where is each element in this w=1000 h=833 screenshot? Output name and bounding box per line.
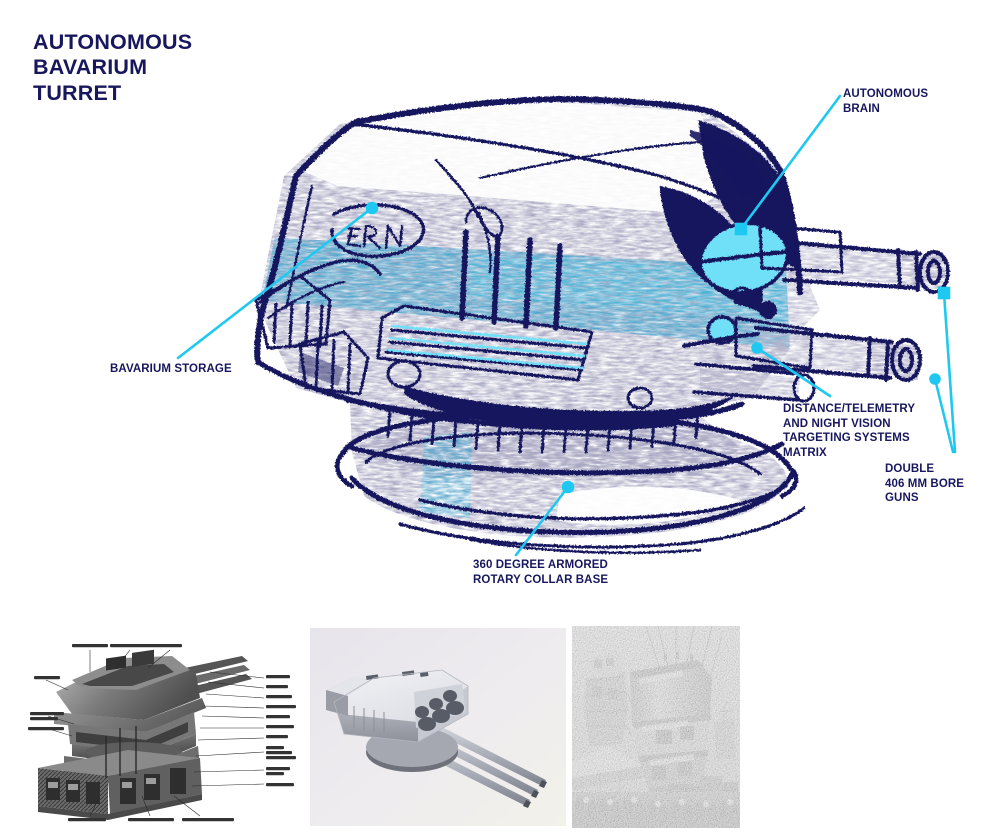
sketch-ink-speckle xyxy=(298,130,770,386)
sensor-pod-small xyxy=(759,301,777,319)
front-grille-highlight xyxy=(386,324,588,370)
collar-inner-line xyxy=(364,431,762,476)
grille-line-2 xyxy=(388,340,586,362)
leader-autonomous-brain xyxy=(739,94,842,231)
title-line-1: AUTONOMOUS xyxy=(33,30,193,54)
grille-hilite-2 xyxy=(388,336,586,358)
hatch-circle-2 xyxy=(626,386,654,410)
callout-bavarium-storage: BAVARIUM STORAGE xyxy=(110,363,232,375)
rib-3 xyxy=(304,300,310,346)
gun-barrel-lower-body xyxy=(758,330,888,374)
vent-slot-3 xyxy=(523,237,533,329)
stroke-left-edge-inner xyxy=(284,184,314,310)
leader-bavarium-storage xyxy=(176,206,374,360)
callout-rotary-collar-base: 360 DEGREE ARMORED ROTARY COLLAR BASE xyxy=(473,559,609,586)
lrib-outline xyxy=(298,330,370,396)
leader-dot-guns-lower xyxy=(929,373,941,385)
collar-base-cyan-patch xyxy=(420,432,472,518)
cutaway-annotations xyxy=(45,649,265,817)
leader-dot-bavarium-storage xyxy=(365,201,379,215)
title-line-3: TURRET xyxy=(33,80,122,105)
page-title: AUTONOMOUS BAVARIUM TURRET xyxy=(33,30,192,106)
stroke-front-lower xyxy=(255,359,675,431)
grille-hilite-3 xyxy=(386,348,584,370)
leader-dot-distance-telemetry xyxy=(751,342,763,354)
sensor-tube-body xyxy=(700,368,800,400)
right-mechanism-box-2 xyxy=(734,316,814,370)
rib-2 xyxy=(288,300,294,346)
collar-front-lip xyxy=(418,484,788,521)
gun-lower-ink xyxy=(752,326,922,382)
gun-lower-muzzle-ring xyxy=(890,338,922,382)
leader-dot-guns-upper xyxy=(937,286,951,300)
vent-slot-4 xyxy=(553,243,563,331)
leader-dot-autonomous-brain xyxy=(734,222,748,236)
stroke-roof-right xyxy=(709,109,803,295)
gun-lower-band-1 xyxy=(866,336,872,378)
gun-upper-band-1 xyxy=(896,248,902,290)
turret-concept-sketch xyxy=(176,94,957,557)
deck-line-2 xyxy=(468,538,702,554)
grille-hilite-1 xyxy=(390,324,588,346)
stroke-left-shoulder-2 xyxy=(266,280,346,320)
grille-line-3 xyxy=(384,350,584,372)
gun-lower-band-2 xyxy=(884,340,890,382)
cutaway-artwork xyxy=(38,649,252,820)
title-line-2: BAVARIUM xyxy=(33,55,148,80)
gun-barrels-fills xyxy=(700,244,946,400)
deck-line-1 xyxy=(398,506,806,549)
vent-slot-2 xyxy=(491,233,501,325)
stroke-left-shoulder xyxy=(258,258,382,304)
leader-dot-rotary-collar xyxy=(561,480,575,494)
lrib-3 xyxy=(346,342,352,394)
stroke-roof-crease-2 xyxy=(478,140,702,180)
vent-slot-1 xyxy=(459,229,469,321)
turret-roof-light xyxy=(300,100,766,214)
reference-image-strip xyxy=(0,610,1000,833)
sensor-pod-mid xyxy=(731,286,753,306)
render-turret xyxy=(326,669,547,808)
gun-upper-bottom xyxy=(782,278,920,290)
gun-barrel-upper-body xyxy=(788,244,918,284)
sensor-tube-ink xyxy=(692,362,802,402)
leader-guns-upper xyxy=(942,291,957,454)
reference-turret-3d-render xyxy=(310,628,566,826)
grille-line-1 xyxy=(390,328,588,350)
collar-bottom-ellipse xyxy=(349,471,795,535)
cutaway-label-text xyxy=(28,644,296,822)
gun-upper-ink xyxy=(782,240,950,294)
speckle-lower-left xyxy=(298,352,344,386)
underside-shadow xyxy=(404,386,740,428)
callout-distance-telemetry: DISTANCE/TELEMETRY AND NIGHT VISION TARG… xyxy=(783,403,916,460)
leader-rotary-collar xyxy=(514,485,570,557)
mantlet-arm-upper xyxy=(698,250,788,264)
leader-distance-telemetry xyxy=(755,346,832,398)
sensor-tube-cap xyxy=(792,373,816,403)
reference-turret-installation-photo xyxy=(572,626,740,828)
gun-upper-band-2 xyxy=(914,250,920,292)
reference-turret-cutaway-diagram xyxy=(24,628,302,824)
stroke-roof-top xyxy=(293,96,715,179)
gun-upper-muzzle-bore xyxy=(926,259,942,285)
stroke-roof-antenna-2 xyxy=(476,210,492,274)
skirt-lower-edge xyxy=(349,441,785,476)
mantlet-arm-lower xyxy=(682,332,760,348)
callout-autonomous-brain: AUTONOMOUS BRAIN xyxy=(843,88,929,115)
collar-left-cap xyxy=(335,449,355,489)
leader-guns-lower xyxy=(933,377,955,454)
callout-double-406mm-guns: DOUBLE 406 MM BORE GUNS xyxy=(885,463,965,505)
face-vent-slots xyxy=(459,229,563,331)
callout-leader-lines xyxy=(176,94,957,557)
rib-1 xyxy=(272,302,278,344)
gun-upper-muzzle-ring xyxy=(918,250,950,294)
collar-right-cap xyxy=(779,465,799,499)
sketch-ink-strokes xyxy=(254,96,950,554)
speckle-rear xyxy=(690,130,770,196)
collar-base-white-cut xyxy=(556,486,740,525)
gun-lower-muzzle-bore xyxy=(898,347,914,373)
eden-letters xyxy=(346,224,404,250)
